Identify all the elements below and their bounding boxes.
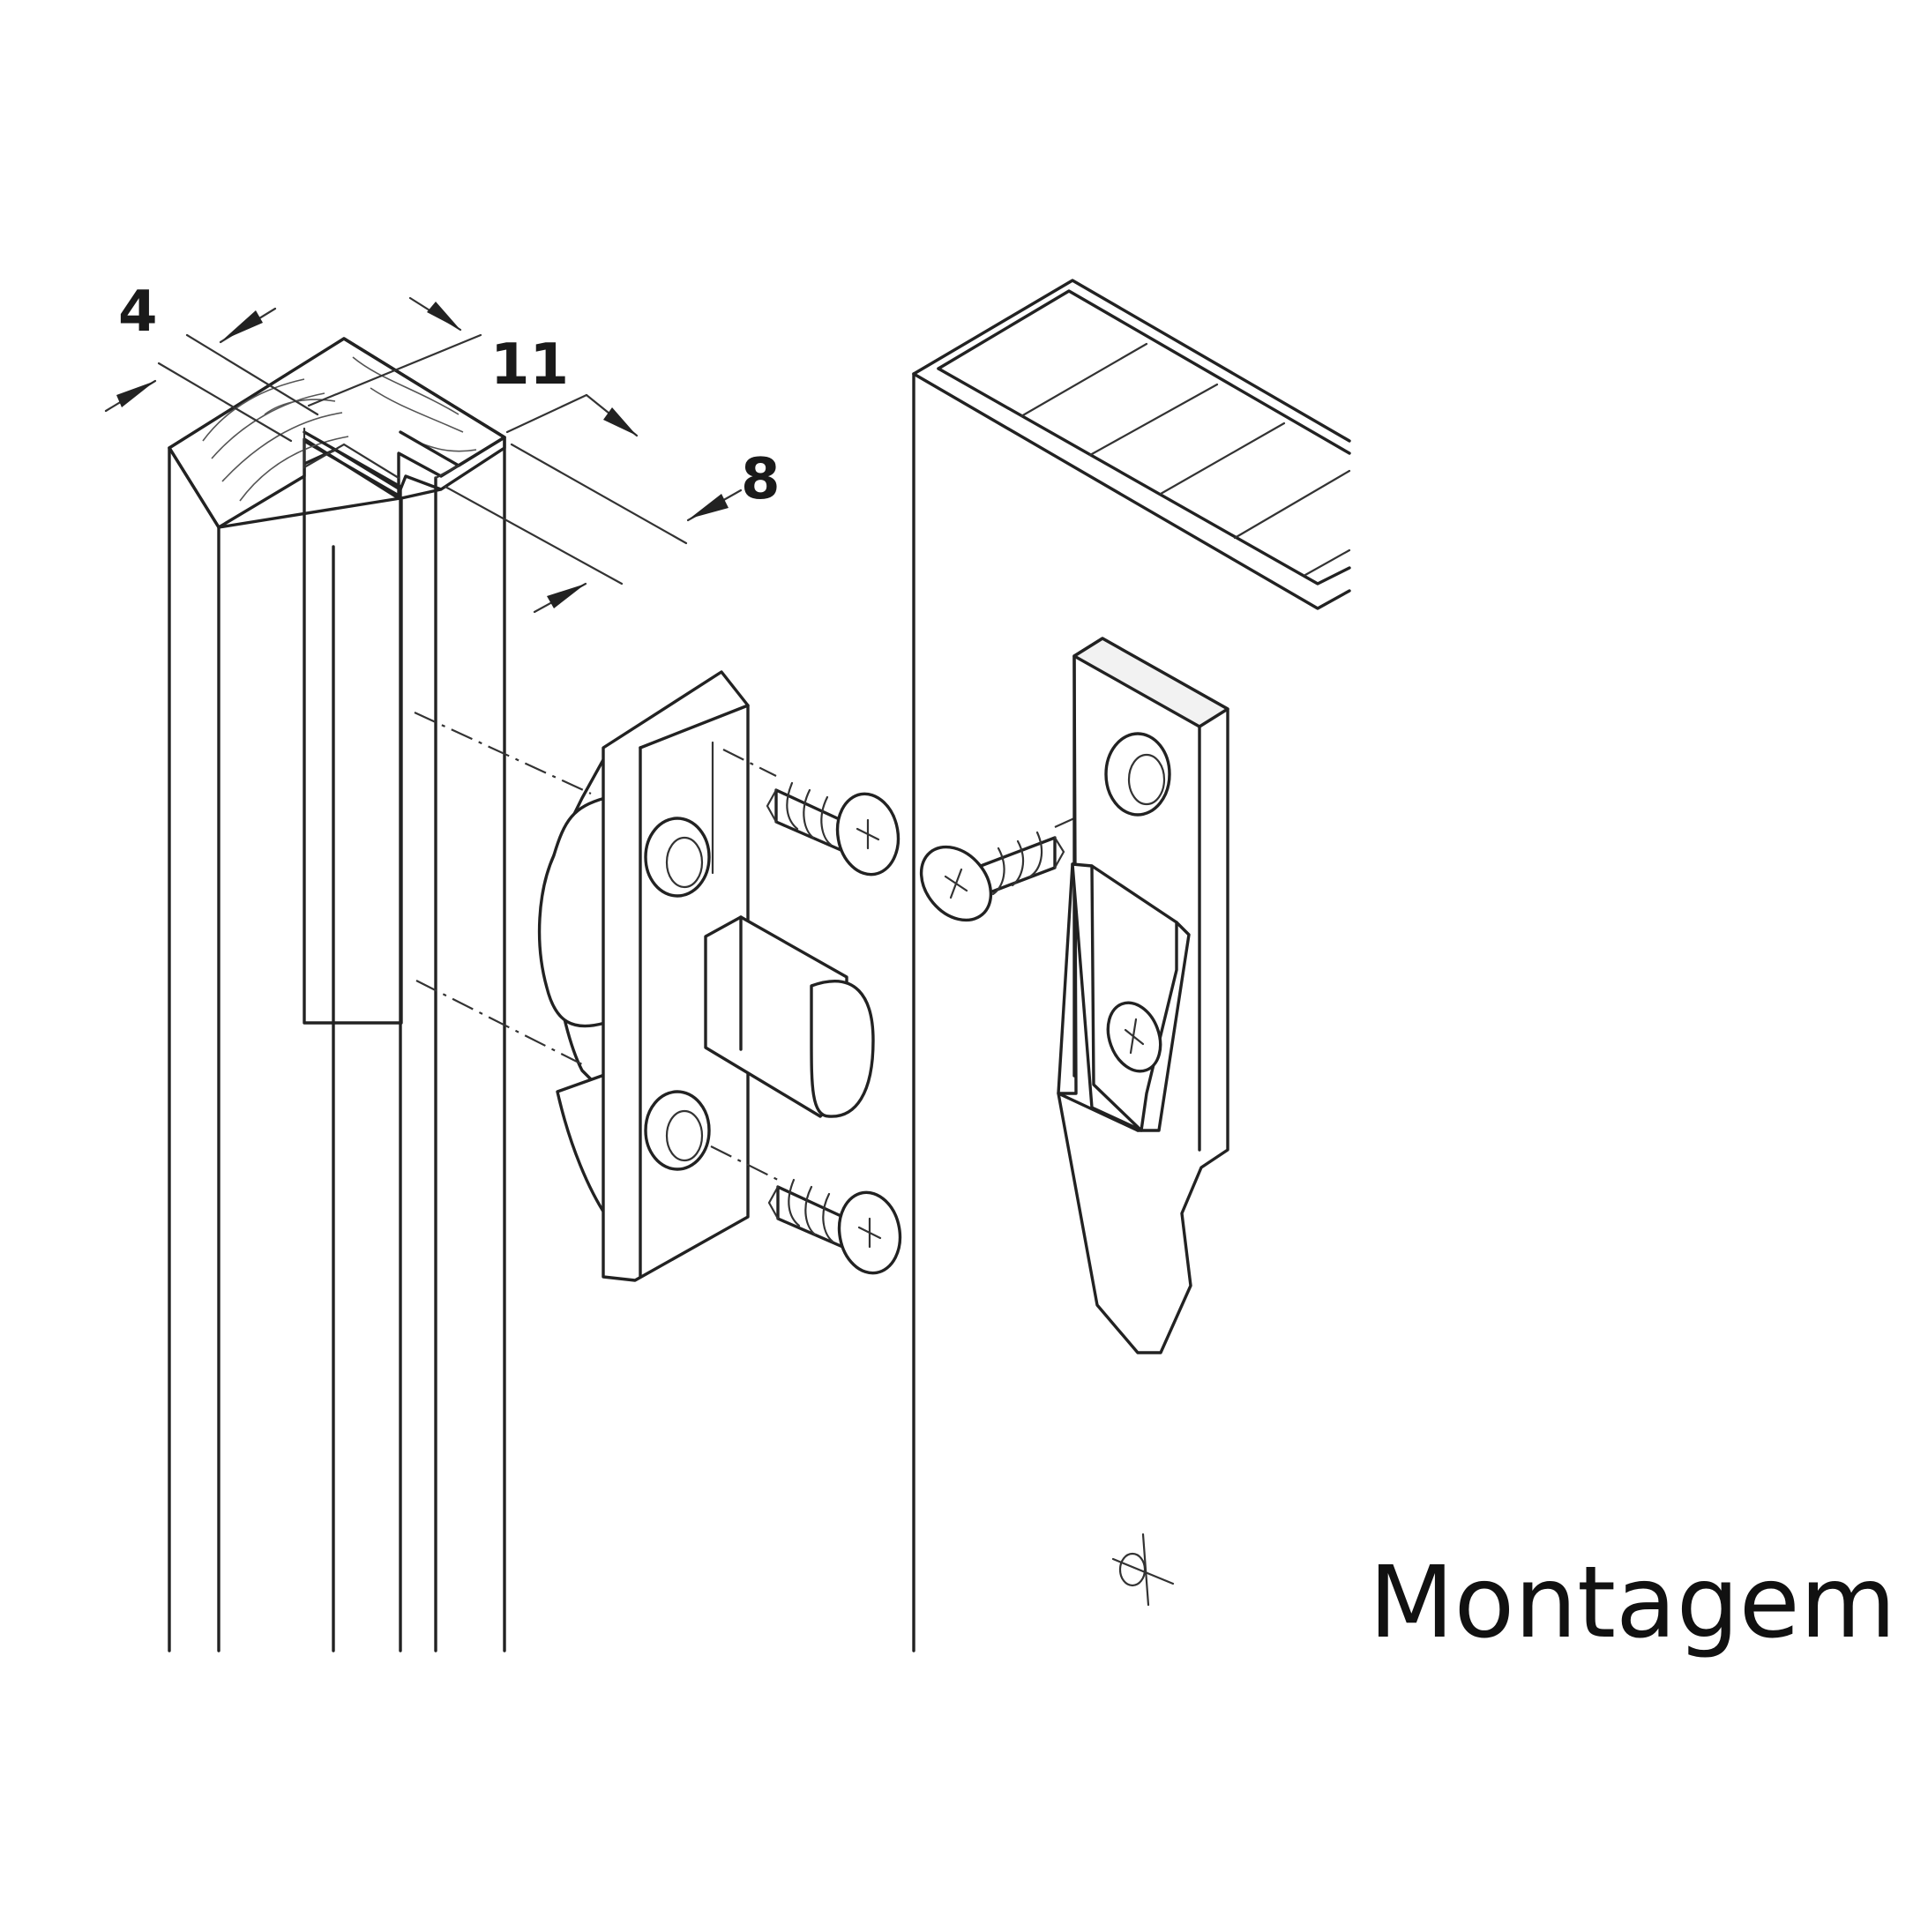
latch-hole-bottom [644,1090,711,1171]
strike-plate [1057,637,1229,1354]
strike-hole [1104,732,1171,817]
wooden-frame-profile [168,337,506,1652]
dimension-label-groove-width: 4 [118,280,158,345]
dimension-label-groove-offset: 8 [741,447,781,512]
dimension-lines [104,296,743,614]
latch-bolt [704,915,875,1118]
dimension-label-groove-depth: 11 [490,332,570,398]
screw-in-strike [1106,1001,1162,1073]
panel-top-grid [1020,342,1351,577]
door-panel [912,279,1351,1652]
drill-mark [1111,1533,1175,1607]
spring-latch [537,670,875,1282]
screw-right [919,831,1065,922]
caption: Montagem [1369,1546,1896,1660]
screw-bottom-left [767,1178,902,1275]
screw-top-left [766,781,900,876]
wood-grain [202,356,477,502]
latch-hole-top [644,817,711,898]
